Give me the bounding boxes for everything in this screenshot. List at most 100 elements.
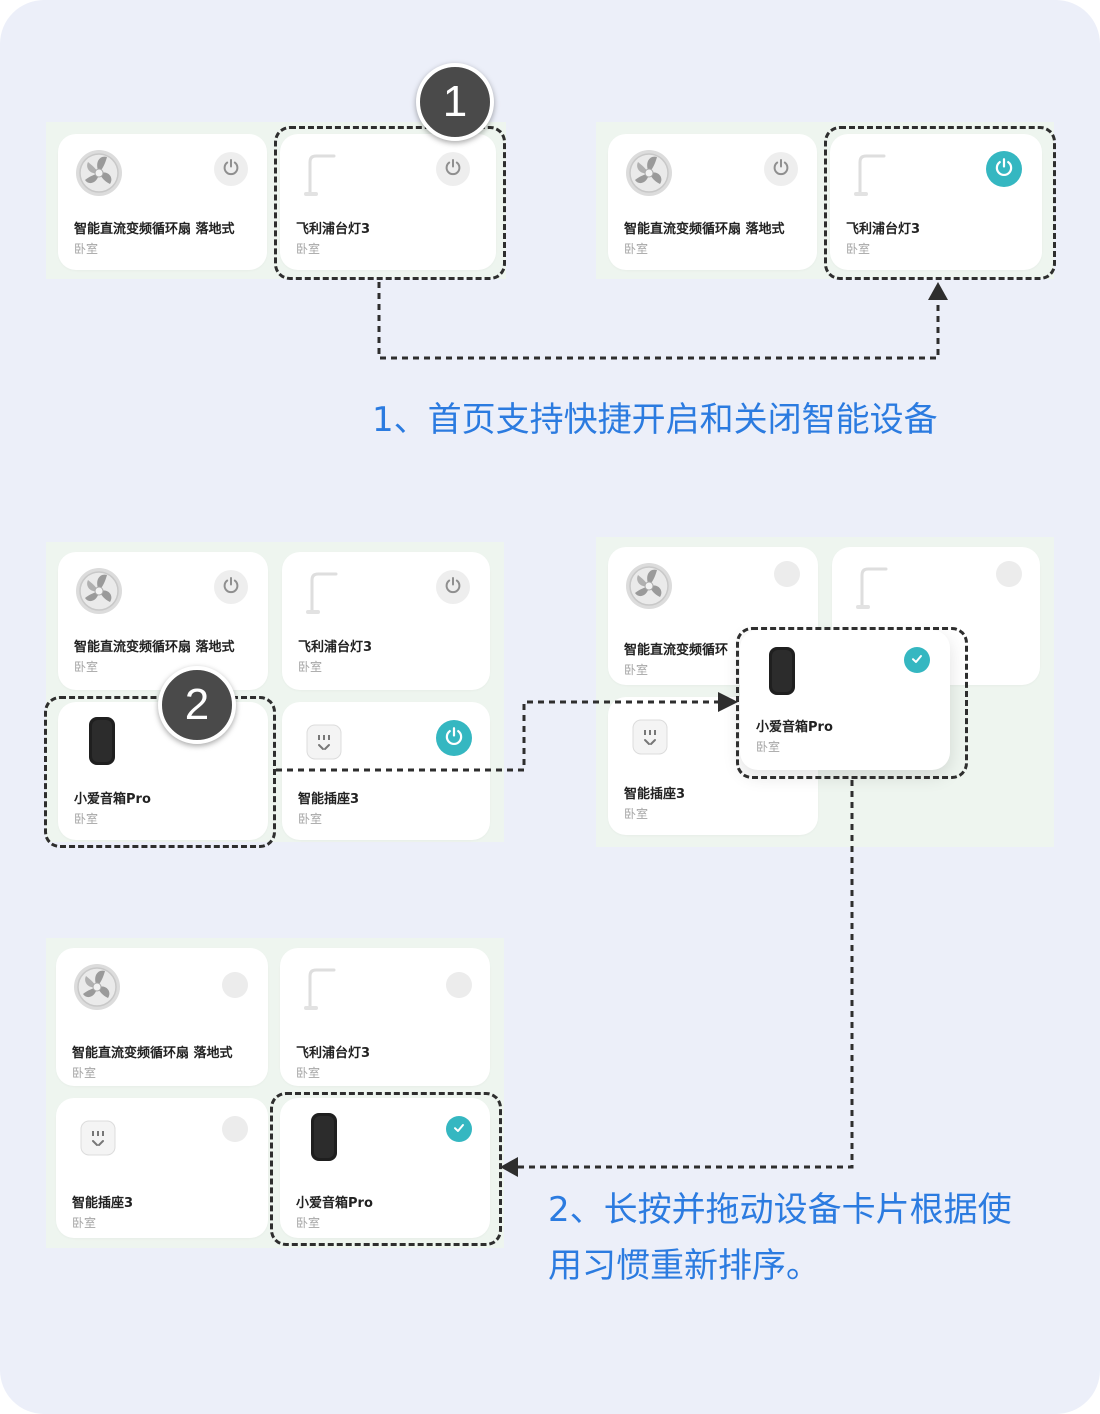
power-button-on[interactable] [986, 151, 1022, 187]
device-name: 智能插座3 [624, 787, 686, 802]
select-toggle[interactable] [774, 561, 800, 587]
device-name: 小爱音箱Pro [296, 1196, 373, 1211]
device-card-lamp[interactable]: 飞利浦台灯3 卧室 [280, 134, 496, 270]
scene2-before-panel: 智能直流变频循环扇 落地式 卧室 飞利浦台灯3 卧室 小爱音箱Pro 卧室 智能… [46, 542, 504, 842]
speaker-icon [310, 1112, 338, 1166]
device-name: 小爱音箱Pro [74, 792, 151, 807]
power-button[interactable] [436, 152, 470, 186]
smart-plug-icon [80, 1120, 116, 1160]
power-icon [444, 576, 462, 598]
smart-plug-icon [632, 719, 668, 759]
select-toggle[interactable] [222, 1116, 248, 1142]
power-button[interactable] [436, 570, 470, 604]
device-card-speaker[interactable]: 小爱音箱Pro 卧室 [58, 702, 268, 840]
device-name: 飞利浦台灯3 [296, 222, 371, 237]
device-room: 卧室 [296, 242, 321, 256]
dragging-speaker-card[interactable]: 小爱音箱Pro 卧室 [740, 630, 950, 770]
device-name: 智能插座3 [72, 1196, 134, 1211]
device-card-speaker[interactable]: 小爱音箱Pro 卧室 [280, 1098, 490, 1238]
smart-plug-icon [306, 724, 342, 764]
power-button[interactable] [214, 570, 248, 604]
arrow-icon [500, 1157, 518, 1177]
device-room: 卧室 [72, 1216, 97, 1230]
fan-icon [624, 561, 674, 615]
device-room: 卧室 [624, 242, 649, 256]
device-room: 卧室 [74, 812, 99, 826]
power-icon [994, 157, 1014, 181]
fan-icon [624, 148, 674, 202]
power-button-on[interactable] [436, 720, 472, 756]
scene2-after-panel: 智能直流变频循环扇 落地式 卧室 飞利浦台灯3 卧室 智能插座3 卧室 小爱音箱… [46, 938, 504, 1248]
device-card-lamp[interactable]: 飞利浦台灯3 卧室 [282, 552, 490, 690]
device-name: 飞利浦台灯3 [296, 1046, 371, 1061]
power-icon [444, 726, 464, 750]
fan-icon [74, 566, 124, 620]
connector-step2-b [516, 780, 854, 1169]
device-name: 智能直流变频循环扇 落地式 [72, 1046, 233, 1061]
device-name: 智能插座3 [298, 792, 360, 807]
select-toggle[interactable] [446, 972, 472, 998]
arrow-icon [718, 692, 738, 712]
power-button[interactable] [214, 152, 248, 186]
device-room: 卧室 [72, 1066, 97, 1080]
highlight-dropped-card [270, 1092, 502, 1246]
arrow-icon [928, 282, 948, 300]
device-room: 卧室 [624, 807, 649, 821]
highlight-dragging-card [736, 627, 968, 779]
device-name: 智能直流变频循环扇 落地式 [624, 222, 785, 237]
device-card-lamp[interactable]: 飞利浦台灯3 卧室 [830, 134, 1042, 270]
device-name: 小爱音箱Pro [756, 720, 833, 735]
device-room: 卧室 [846, 242, 871, 256]
highlight-lamp-card [274, 126, 506, 280]
desk-lamp-icon [846, 152, 890, 204]
desk-lamp-icon [296, 966, 340, 1018]
desk-lamp-icon [848, 565, 892, 617]
select-toggle-checked[interactable] [446, 1116, 472, 1142]
device-name: 智能直流变频循环 [624, 643, 729, 658]
check-icon [452, 1120, 466, 1139]
select-toggle[interactable] [996, 561, 1022, 587]
desk-lamp-icon [298, 570, 342, 622]
device-card-plug[interactable]: 智能插座3 卧室 [56, 1098, 268, 1238]
device-card-fan[interactable]: 智能直流变频循环扇 落地式 卧室 [58, 134, 267, 270]
device-room: 卧室 [74, 242, 99, 256]
speaker-icon [88, 716, 116, 770]
device-name: 智能直流变频循环扇 落地式 [74, 640, 235, 655]
device-room: 卧室 [74, 660, 99, 674]
device-name: 智能直流变频循环扇 落地式 [74, 222, 235, 237]
device-card-lamp[interactable]: 飞利浦台灯3 卧室 [280, 948, 490, 1086]
check-icon [910, 651, 924, 670]
select-toggle[interactable] [222, 972, 248, 998]
select-toggle-checked[interactable] [904, 647, 930, 673]
caption-step2-line1: 2、长按并拖动设备卡片根据使 [548, 1190, 1012, 1230]
device-card-fan[interactable]: 智能直流变频循环扇 落地式 卧室 [608, 134, 817, 270]
device-card-fan[interactable]: 智能直流变频循环扇 落地式 卧室 [56, 948, 268, 1086]
fan-icon [72, 962, 122, 1016]
power-icon [222, 158, 240, 180]
device-room: 卧室 [298, 660, 323, 674]
step-badge-1: 1 [416, 63, 494, 141]
device-room: 卧室 [296, 1216, 321, 1230]
device-card-fan[interactable]: 智能直流变频循环 卧室 [608, 547, 818, 685]
device-room: 卧室 [756, 740, 781, 754]
power-icon [222, 576, 240, 598]
power-icon [444, 158, 462, 180]
device-room: 卧室 [624, 663, 649, 677]
device-room: 卧室 [298, 812, 323, 826]
device-card-fan[interactable]: 智能直流变频循环扇 落地式 卧室 [58, 552, 268, 690]
device-name: 飞利浦台灯3 [298, 640, 373, 655]
caption-step2-line2: 用习惯重新排序。 [548, 1246, 820, 1286]
connector-step2-a [276, 700, 722, 772]
desk-lamp-icon [296, 152, 340, 204]
power-icon [772, 158, 790, 180]
connector-step1 [377, 282, 940, 360]
device-name: 飞利浦台灯3 [846, 222, 921, 237]
device-room: 卧室 [296, 1066, 321, 1080]
power-button[interactable] [764, 152, 798, 186]
highlight-lamp-card-on [824, 126, 1056, 280]
step-badge-2: 2 [158, 666, 236, 744]
fan-icon [74, 148, 124, 202]
caption-step1: 1、首页支持快捷开启和关闭智能设备 [372, 400, 938, 440]
